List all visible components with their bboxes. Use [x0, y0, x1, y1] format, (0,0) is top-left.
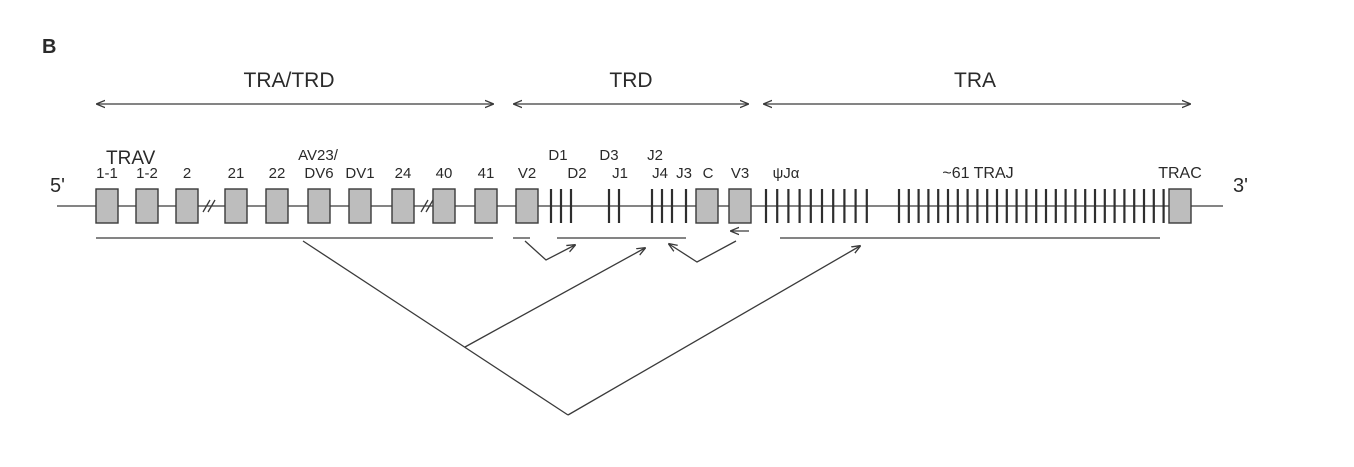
gene-segment-trav24 [391, 188, 415, 224]
region-label-tra: TRA [954, 69, 996, 92]
label-psi-j-alpha: ψJα [773, 165, 800, 182]
recomb-line-v-down [302, 240, 569, 416]
break-mark-1 [202, 199, 216, 213]
trd-j-segments [650, 189, 688, 223]
label-trav22: 22 [269, 165, 286, 182]
label-j2: J2 [647, 147, 663, 164]
gene-segment-trdv1 [348, 188, 372, 224]
traj-segments [764, 189, 1165, 223]
break-mark-2 [420, 199, 434, 213]
label-d3: D3 [599, 147, 618, 164]
gene-segment-trav21 [224, 188, 248, 224]
gene-segment-trdv2 [515, 188, 539, 224]
region-label-tra-trd: TRA/TRD [244, 69, 335, 92]
three-prime-end: 3' [1233, 175, 1248, 197]
label-trav1-2: 1-2 [136, 165, 158, 182]
region-label-trd: TRD [609, 69, 652, 92]
label-av23: AV23/ [298, 147, 339, 164]
five-prime-end: 5' [50, 175, 65, 197]
recomb-arrow-v-to-traj [567, 246, 860, 416]
label-j4: J4 [652, 165, 668, 182]
gene-segment-trav40 [432, 188, 456, 224]
label-d1: D1 [548, 147, 567, 164]
label-trdv2: V2 [518, 165, 536, 182]
label-trac: TRAC [1158, 165, 1202, 182]
recomb-arrow-trdv3-to-j [669, 240, 737, 263]
label-d2: D2 [567, 165, 586, 182]
label-trav2: 2 [183, 165, 191, 182]
label-trav24: 24 [395, 165, 412, 182]
gene-segment-trav1-2 [135, 188, 159, 224]
label-trav41: 41 [478, 165, 495, 182]
label-j1: J1 [612, 165, 628, 182]
recomb-arrow-v-to-trd [464, 248, 645, 348]
label-trav1-1: 1-1 [96, 165, 118, 182]
label-trav: TRAV [106, 148, 156, 169]
gene-segment-trav23-dv6 [307, 188, 331, 224]
trd-d-segments [549, 189, 621, 223]
gene-segment-trdv3 [728, 188, 752, 224]
label-trav21: 21 [228, 165, 245, 182]
label-dv6: DV6 [304, 165, 333, 182]
gene-segment-trav22 [265, 188, 289, 224]
label-j3: J3 [676, 165, 692, 182]
label-trdv3: V3 [731, 165, 749, 182]
recomb-arrow-trdv2-to-d [524, 240, 575, 261]
label-trav40: 40 [436, 165, 453, 182]
label-c: C [703, 165, 714, 182]
gene-segment-trav41 [474, 188, 498, 224]
gene-segment-trac [1168, 188, 1192, 224]
label-dv1: DV1 [345, 165, 374, 182]
label-traj: ~61 TRAJ [942, 165, 1013, 182]
gene-segment-trdc [695, 188, 719, 224]
gene-segment-trav1-1 [95, 188, 119, 224]
panel-label: B [42, 36, 56, 58]
gene-segment-trav2 [175, 188, 199, 224]
